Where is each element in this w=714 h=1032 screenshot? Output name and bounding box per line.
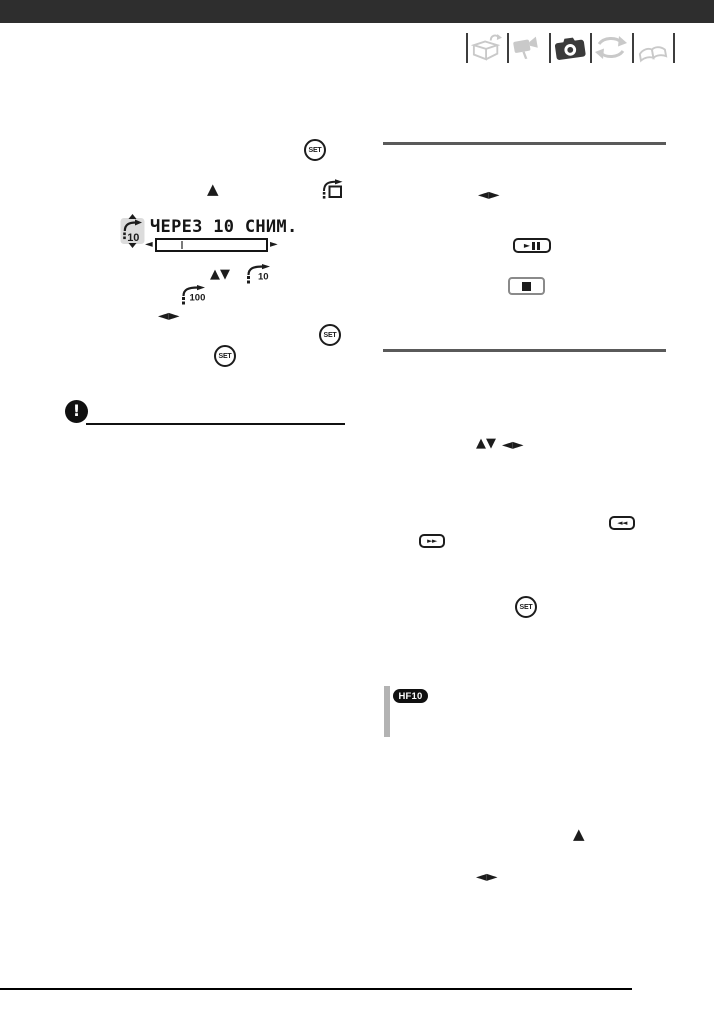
set-button-icon: SET [515,596,537,618]
joystick-updown-icon: ▲▼ [210,267,230,282]
tab-separator [673,33,675,63]
frame-jump-icon [322,179,343,199]
set-button-label: SET [519,603,533,611]
set-button-label: SET [218,352,232,360]
jump-10-icon: 10 [247,264,270,284]
rewind-glyphs: ◄◄ [617,518,627,527]
set-button-icon: SET [319,324,341,346]
camcorder-icon [513,36,538,60]
osd-badge-value: 10 [127,232,139,244]
bottom-rule [0,988,632,990]
set-button-label: SET [308,146,322,154]
osd-jump-badge: 10 [120,214,145,248]
joystick-leftright-icon: ◄► [502,437,524,453]
set-button-icon: SET [214,345,236,367]
slider-left-arrow-icon: ◄ [145,239,153,250]
joystick-up-icon: ▲ [207,180,219,198]
jump-100-icon: 100 [182,285,206,305]
important-note-icon: ! [65,400,88,423]
tab-separator [590,33,592,63]
joystick-leftright-icon: ◄► [158,308,180,324]
sync-arrows-icon [595,36,627,59]
jump-100-label: 100 [190,293,206,304]
set-button-icon: SET [304,139,326,161]
section-rule [383,349,666,352]
jump-10-label: 10 [258,272,269,283]
photo-camera-icon [554,37,586,60]
pause-bar-icon [537,241,541,250]
slider-track [155,238,268,252]
model-badge: HF10 [393,689,428,703]
slider-right-arrow-icon: ► [270,239,278,250]
joystick-updown-icon: ▲▼ [476,436,496,451]
tab-separator [549,33,551,63]
important-note-mark: ! [72,401,81,420]
accessories-box-icon [470,33,502,61]
osd-text: ЧЕРЕЗ 10 СНИМ. [150,217,298,237]
model-badge-label: HF10 [398,690,423,702]
tab-separator [466,33,468,63]
fast-forward-button-icon: ►► [419,534,445,548]
fast-forward-glyphs: ►► [427,536,437,545]
book-icon [638,46,668,63]
important-note-rule [86,423,345,425]
top-bar [0,0,714,23]
tab-separator [507,33,509,63]
stop-square-icon [522,281,531,291]
joystick-up-icon: ▲ [573,825,585,843]
play-pause-button-icon: ► [513,238,551,253]
joystick-leftright-icon: ◄► [478,187,500,203]
set-button-label: SET [323,331,337,339]
play-icon: ► [523,240,531,250]
model-sidebar-bar [384,686,390,737]
slider-marker [180,241,183,249]
pause-bar-icon [532,241,536,250]
section-rule [383,142,666,145]
rewind-button-icon: ◄◄ [609,516,635,530]
joystick-leftright-icon: ◄► [476,869,498,885]
tab-separator [632,33,634,63]
stop-button-icon [508,277,545,295]
